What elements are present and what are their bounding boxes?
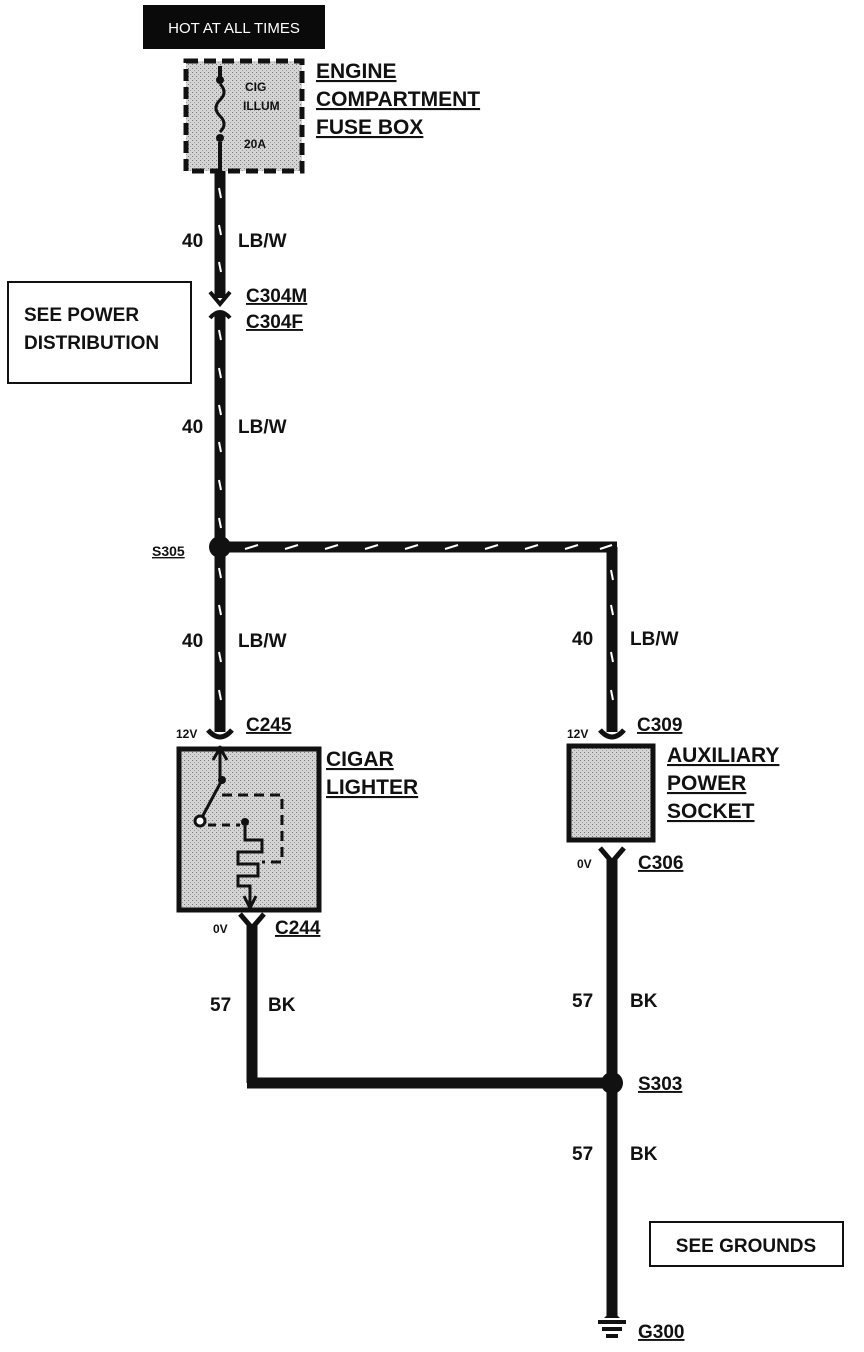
see-grounds-box	[649, 1221, 844, 1267]
wire3-circuit: 40	[182, 631, 203, 652]
wire2-color: LB/W	[238, 417, 287, 438]
wire7-color: BK	[630, 1144, 658, 1165]
connector-c245-symbol	[206, 728, 234, 740]
fuse-label-line2: ILLUM	[243, 99, 280, 113]
wire3-color: LB/W	[238, 631, 287, 652]
aux-socket-name-line2: POWER	[667, 772, 746, 795]
aux-socket-name-line1: AUXILIARY	[667, 744, 779, 767]
splice-s305-label: S305	[152, 543, 185, 559]
wire1-color: LB/W	[238, 231, 287, 252]
see-power-distribution-box	[7, 281, 192, 384]
aux-socket-name-line3: SOCKET	[667, 800, 755, 823]
hot-at-all-times-banner	[143, 5, 325, 49]
connector-c304-symbol	[208, 290, 232, 320]
fuse-box-name-line2: COMPARTMENT	[316, 88, 480, 111]
ground-icon	[598, 1314, 626, 1338]
cigar-lighter-name-line2: LIGHTER	[326, 776, 418, 799]
voltage-c306: 0V	[577, 857, 592, 871]
ground-g300-label: G300	[638, 1322, 684, 1343]
wire6-color: BK	[630, 991, 658, 1012]
connector-c304f-label: C304F	[246, 312, 303, 333]
wire7-circuit: 57	[572, 1144, 593, 1165]
connector-c244-label: C244	[275, 918, 321, 939]
wire6-circuit: 57	[572, 991, 593, 1012]
wire-lbw-vertical	[214, 171, 226, 732]
connector-c306-label: C306	[638, 853, 683, 874]
connector-c309-label: C309	[637, 715, 682, 736]
hot-at-all-times-label: HOT AT ALL TIMES	[168, 20, 300, 37]
wire4-circuit: 40	[572, 629, 593, 650]
connector-c309-symbol	[598, 728, 626, 740]
wire5-circuit: 57	[210, 995, 231, 1016]
fuse-label-line1: CIG	[245, 80, 266, 94]
see-grounds-label: SEE GROUNDS	[676, 1236, 816, 1257]
voltage-c309: 12V	[567, 727, 588, 741]
fuse-label-line3: 20A	[244, 137, 266, 151]
see-power-distribution-line1: SEE POWER	[24, 305, 139, 326]
fuse-box-name-line3: FUSE BOX	[316, 116, 423, 139]
wire1-circuit: 40	[182, 231, 203, 252]
engine-compartment-fuse-box: CIG ILLUM 20A	[183, 58, 305, 174]
connector-c245-label: C245	[246, 715, 292, 736]
cigar-lighter-component	[176, 745, 322, 913]
wire2-circuit: 40	[182, 417, 203, 438]
voltage-c245: 12V	[176, 727, 197, 741]
cigar-lighter-name-line1: CIGAR	[326, 748, 394, 771]
wire-lbw-branch	[220, 541, 618, 732]
fuse-box-name-line1: ENGINE	[316, 60, 397, 83]
splice-s303-label: S303	[638, 1074, 682, 1095]
voltage-c244: 0V	[213, 922, 228, 936]
aux-power-socket-component	[566, 743, 656, 843]
see-power-distribution-line2: DISTRIBUTION	[24, 333, 159, 354]
wire5-color: BK	[268, 995, 296, 1016]
wire4-color: LB/W	[630, 629, 679, 650]
splice-s303-dot	[601, 1072, 623, 1094]
connector-c304m-label: C304M	[246, 286, 307, 307]
splice-s305-dot	[209, 536, 231, 558]
